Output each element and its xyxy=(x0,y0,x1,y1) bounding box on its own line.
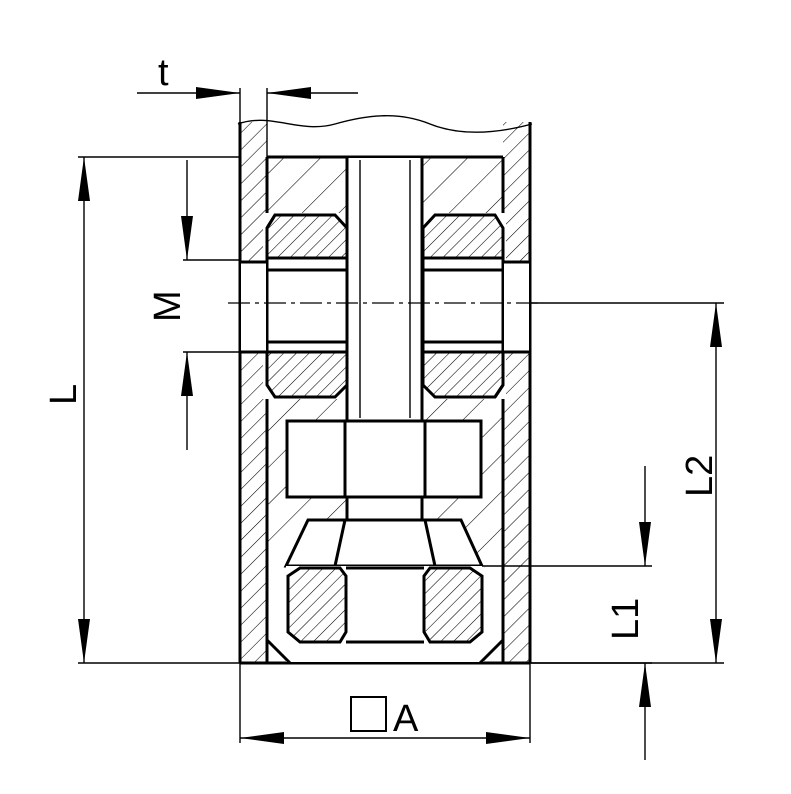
dimension-a: A xyxy=(239,663,531,744)
label-l1: L1 xyxy=(605,598,647,640)
upper-nut xyxy=(240,213,530,399)
label-l: L xyxy=(43,384,85,405)
dimension-l1: L1 xyxy=(482,466,652,760)
label-a: A xyxy=(393,698,419,740)
dimension-m: M xyxy=(147,160,240,450)
square-symbol-icon xyxy=(350,696,387,732)
hex-nut xyxy=(285,419,483,499)
label-l2: L2 xyxy=(679,455,721,497)
dimension-l: L xyxy=(43,156,240,664)
lower-nut xyxy=(265,566,505,665)
label-m: M xyxy=(147,290,189,322)
dimension-t: t xyxy=(137,52,358,157)
label-t: t xyxy=(158,52,169,94)
conical-washer xyxy=(283,518,485,568)
